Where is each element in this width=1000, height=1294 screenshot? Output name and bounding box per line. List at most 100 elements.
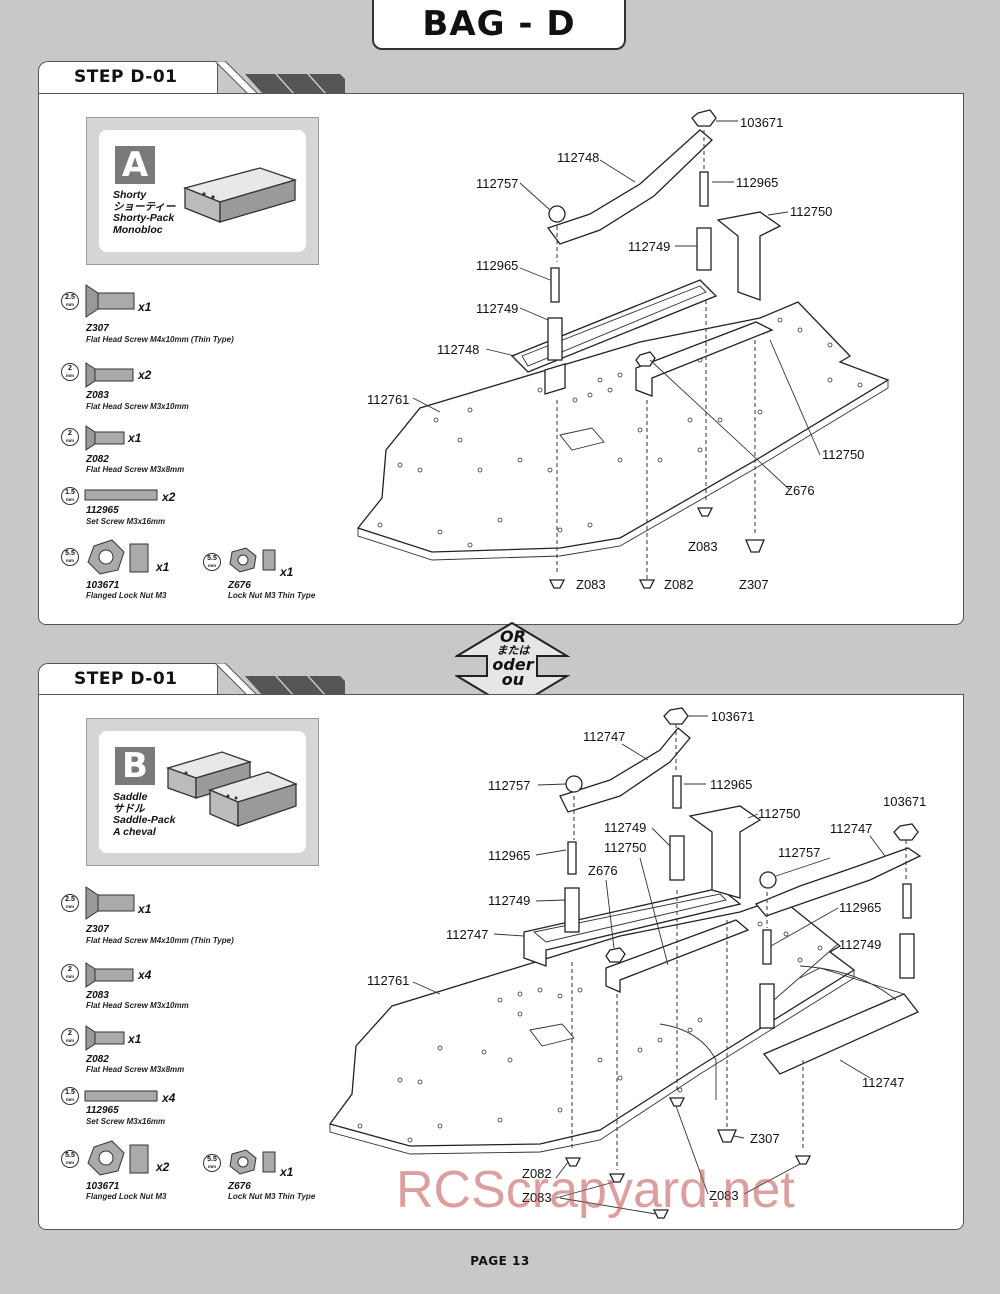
set-screw-112965 — [567, 841, 577, 875]
hardware-desc: Set Screw M3x16mm — [86, 1117, 166, 1126]
hardware-code: Z083 — [86, 990, 109, 1001]
header-stripes-decoration — [215, 61, 345, 94]
hardware-desc: Flat Head Screw M4x10mm (Thin Type) — [86, 335, 234, 344]
screw-z083 — [548, 579, 566, 589]
hardware-code: 112965 — [86, 505, 119, 516]
standoff-112749 — [564, 887, 580, 933]
hardware-desc: Lock Nut M3 Thin Type — [228, 1192, 316, 1201]
screw-z083 — [696, 507, 714, 517]
part-callout: 112747 — [830, 821, 873, 836]
thumb-nut-112757 — [548, 205, 566, 223]
part-callout: 112757 — [488, 778, 531, 793]
hardware-qty: x1 — [280, 565, 294, 579]
thumb-nut-112757 — [565, 775, 583, 793]
hardware-code: Z082 — [86, 454, 109, 465]
flanged-lock-nut-103671 — [663, 707, 689, 725]
part-callout: Z307 — [750, 1131, 780, 1146]
hardware-desc: Flanged Lock Nut M3 — [86, 591, 167, 600]
screw-z307 — [717, 1129, 737, 1143]
hardware-code: Z082 — [86, 1054, 109, 1065]
part-callout: 112748 — [437, 342, 480, 357]
battery-type-letter: A — [115, 146, 155, 184]
flanged-lock-nut-103671 — [893, 823, 919, 841]
page-title: BAG - D — [372, 0, 626, 50]
battery-shorty-illustration — [182, 167, 298, 223]
step-header: STEP D-01 — [38, 61, 218, 93]
screw-z083 — [668, 1097, 686, 1107]
chassis-plate-top — [356, 301, 890, 561]
set-screw-112965 — [902, 883, 912, 919]
hardware-desc: Flanged Lock Nut M3 — [86, 1192, 167, 1201]
part-callout: 112750 — [758, 806, 801, 821]
hardware-desc: Flat Head Screw M4x10mm (Thin Type) — [86, 936, 234, 945]
screw-z083 — [794, 1155, 812, 1165]
part-callout: 112749 — [604, 820, 647, 835]
standoff-112749 — [547, 317, 563, 361]
part-callout: 103671 — [740, 115, 784, 130]
hardware-qty: x2 — [138, 368, 152, 382]
screw-z083 — [652, 1209, 670, 1219]
page-number: PAGE 13 — [470, 1254, 530, 1268]
battery-strap-112748 — [510, 279, 718, 373]
part-callout: 112965 — [476, 258, 519, 273]
flat-head-screw-icon — [85, 962, 134, 988]
part-callout: Z676 — [785, 483, 815, 498]
part-callout: Z083 — [576, 577, 606, 592]
part-callout: Z676 — [588, 863, 618, 878]
battery-brace-112747 — [559, 727, 691, 813]
part-callout: 112749 — [628, 239, 671, 254]
part-callout: Z082 — [522, 1166, 552, 1181]
hardware-qty: x1 — [138, 300, 152, 314]
screw-z082 — [638, 579, 656, 589]
set-screw-icon — [84, 1090, 158, 1102]
part-callout: 112761 — [367, 973, 410, 988]
part-callout: 112749 — [488, 893, 531, 908]
part-callout: 112749 — [476, 301, 519, 316]
screw-z082 — [564, 1157, 582, 1167]
lock-nut-icon — [229, 1149, 276, 1175]
hardware-qty: x1 — [138, 902, 152, 916]
hardware-desc: Flat Head Screw M3x8mm — [86, 1065, 185, 1074]
part-callout: 112748 — [557, 150, 600, 165]
thumb-nut-112757 — [759, 871, 777, 889]
lock-nut-z676 — [635, 351, 656, 367]
screw-z083 — [608, 1173, 626, 1183]
step-title: STEP D-01 — [74, 67, 178, 87]
hardware-qty: x1 — [128, 1032, 142, 1046]
set-screw-112965 — [699, 171, 709, 207]
part-callout: 112747 — [446, 927, 489, 942]
lock-nut-icon — [229, 547, 276, 573]
part-callout: Z082 — [664, 577, 694, 592]
hardware-code: Z083 — [86, 390, 109, 401]
hardware-code: Z676 — [228, 1181, 251, 1192]
part-callout: Z083 — [522, 1190, 552, 1205]
part-callout: Z083 — [688, 539, 718, 554]
part-callout: 112750 — [822, 447, 865, 462]
hardware-qty: x4 — [138, 968, 152, 982]
flanged-lock-nut-icon — [87, 539, 149, 575]
battery-strap-112750 — [635, 321, 774, 397]
part-callout: 112757 — [476, 176, 519, 191]
step-title: STEP D-01 — [74, 669, 178, 689]
battery-frame-112747 — [762, 993, 920, 1075]
battery-brace-112747 — [754, 847, 922, 917]
part-callout: Z083 — [709, 1188, 739, 1203]
chassis-holes-top — [377, 317, 863, 548]
flat-head-screw-icon — [85, 425, 125, 451]
hardware-qty: x2 — [162, 490, 176, 504]
part-callout: 112965 — [839, 900, 882, 915]
part-callout: 112749 — [839, 937, 882, 952]
hardware-code: Z307 — [86, 323, 109, 334]
part-callout: 112965 — [736, 175, 779, 190]
set-screw-112965 — [550, 267, 560, 303]
flanged-lock-nut-icon — [87, 1140, 149, 1176]
flat-head-screw-icon — [85, 362, 134, 388]
